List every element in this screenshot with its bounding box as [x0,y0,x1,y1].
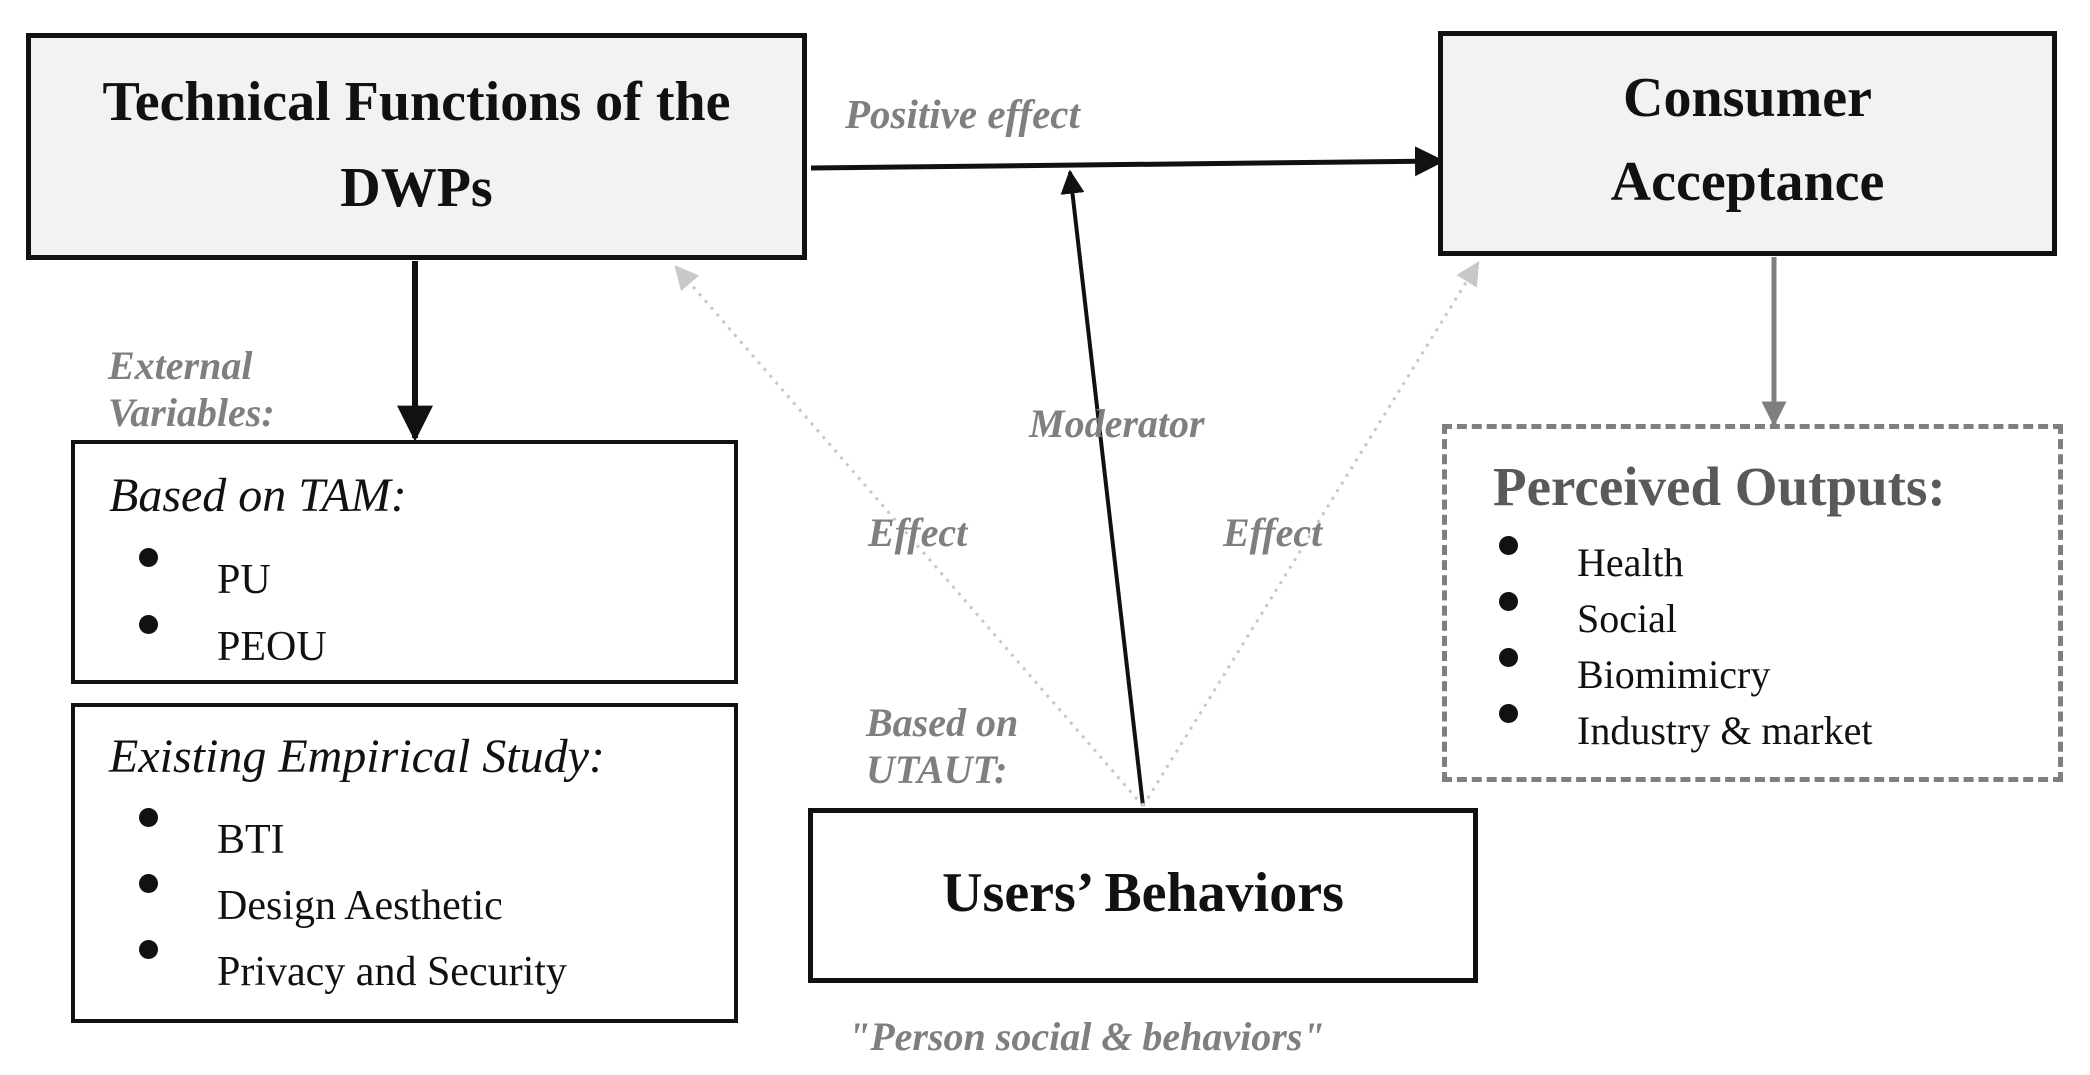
consumer-acceptance-node: Consumer Acceptance [1438,31,2057,256]
users-behaviors-node: Users’ Behaviors [808,808,1478,983]
list-item: Social [1495,592,1873,648]
moderator-arrow [1060,169,1145,807]
effect-left-arrow [674,265,1145,807]
moderator-label: Moderator [1029,401,1205,446]
list-item: Industry & market [1495,704,1873,760]
external-variables-label-line2: Variables: [108,390,275,435]
perceived-outputs-box: Perceived Outputs: Health Social Biomimi… [1442,424,2063,782]
tam-heading: Based on TAM: [109,469,407,522]
positive-effect-label: Positive effect [845,91,1080,137]
empirical-list: BTI Design Aesthetic Privacy and Securit… [135,808,567,1006]
tam-variables-box: Based on TAM: PU PEOU [71,440,738,684]
technical-functions-node: Technical Functions of the DWPs [26,33,807,260]
list-item: Health [1495,536,1873,592]
effect-right-label: Effect [1223,510,1323,555]
utaut-label-line2: UTAUT: [866,747,1008,792]
users-behaviors-title: Users’ Behaviors [942,862,1344,924]
consumer-acceptance-title-line2: Acceptance [1610,151,1885,213]
technical-functions-title-line2: DWPs [340,157,493,219]
effect-right-arrow [1141,260,1480,807]
list-item: BTI [135,808,567,874]
utaut-label-line1: Based on [866,700,1019,745]
list-item: Privacy and Security [135,940,567,1006]
technical-functions-title-line1: Technical Functions of the [102,71,731,133]
list-item: Design Aesthetic [135,874,567,940]
list-item: PEOU [135,615,327,682]
tam-list: PU PEOU [135,548,327,682]
consumer-acceptance-title-line1: Consumer [1623,67,1872,129]
perceived-outputs-heading: Perceived Outputs: [1493,456,1946,517]
positive-effect-arrow [810,146,1445,177]
list-item: Biomimicry [1495,648,1873,704]
effect-left-label: Effect [868,510,968,555]
perceived-outputs-list: Health Social Biomimicry Industry & mark… [1495,536,1873,760]
empirical-heading: Existing Empirical Study: [109,730,605,783]
external-variables-label-line1: External [108,343,253,388]
empirical-study-box: Existing Empirical Study: BTI Design Aes… [71,703,738,1023]
caption-label: "Person social & behaviors" [848,1014,1325,1059]
list-item: PU [135,548,327,615]
